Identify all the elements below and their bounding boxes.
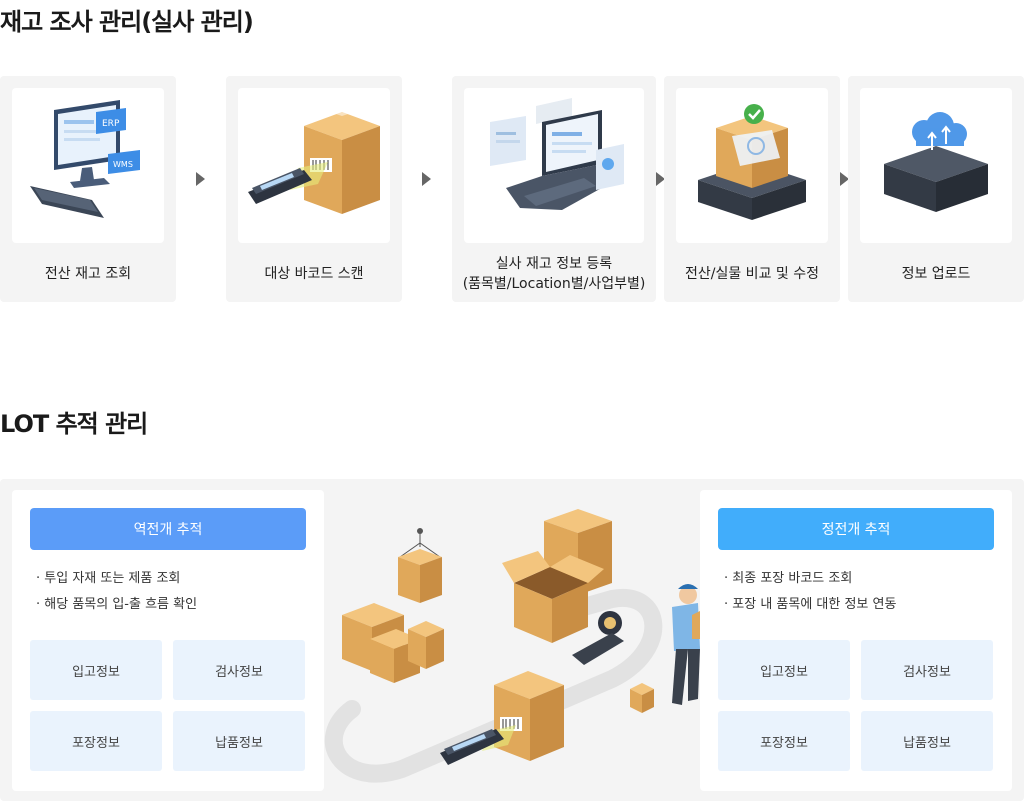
tile-delivery-info[interactable]: 납품정보 [861,711,993,771]
forward-tracking-card: 정전개 추적 최종 포장 바코드 조회 포장 내 품목에 대한 정보 연동 입고… [700,490,1012,791]
step-label: 대상 바코드 스캔 [264,266,364,282]
step-barcode-scan: 대상 바코드 스캔 [226,76,402,302]
backward-bullet-list: 투입 자재 또는 제품 조회 해당 품목의 입-출 흐름 확인 [36,566,197,618]
tile-receiving-info[interactable]: 입고정보 [30,640,162,700]
cloud-upload-server-icon [860,88,1012,243]
erp-wms-computer-icon: ERP WMS [12,88,164,243]
step-label: 실사 재고 정보 등록 [495,256,613,272]
step-label: 정보 업로드 [901,266,971,282]
tile-receiving-info[interactable]: 입고정보 [718,640,850,700]
bullet-item: 해당 품목의 입-출 흐름 확인 [36,592,197,618]
backward-tracking-header[interactable]: 역전개 추적 [30,508,306,550]
verified-box-icon [676,88,828,243]
tile-inspection-info[interactable]: 검사정보 [173,640,305,700]
logistics-flow-illustration [324,509,700,783]
tile-packing-info[interactable]: 포장정보 [30,711,162,771]
step-inventory-lookup: ERP WMS 전산 재고 조회 [0,76,176,302]
svg-text:WMS: WMS [113,160,133,169]
tile-packing-info[interactable]: 포장정보 [718,711,850,771]
inventory-section-title: 재고 조사 관리(실사 관리) [0,8,254,36]
step-label: 전산/실물 비교 및 수정 [685,266,819,282]
step-upload: 정보 업로드 [848,76,1024,302]
step-label: 전산 재고 조회 [44,266,132,282]
bullet-item: 투입 자재 또는 제품 조회 [36,566,197,592]
laptop-registration-icon [464,88,644,243]
lot-section-title: LOT 추적 관리 [0,410,148,438]
forward-bullet-list: 최종 포장 바코드 조회 포장 내 품목에 대한 정보 연동 [724,566,896,618]
step-sublabel: (품목별/Location별/사업부별) [462,276,646,292]
bullet-item: 포장 내 품목에 대한 정보 연동 [724,592,896,618]
step-compare-correct: 전산/실물 비교 및 수정 [664,76,840,302]
step-physical-registration: 실사 재고 정보 등록 (품목별/Location별/사업부별) [452,76,656,302]
arrow-right-icon [196,172,205,186]
forward-tracking-header[interactable]: 정전개 추적 [718,508,994,550]
barcode-scanner-box-icon [238,88,390,243]
arrow-right-icon [656,172,665,186]
arrow-right-icon [422,172,431,186]
tile-delivery-info[interactable]: 납품정보 [173,711,305,771]
lot-tracking-panel: 역전개 추적 투입 자재 또는 제품 조회 해당 품목의 입-출 흐름 확인 입… [0,479,1024,801]
bullet-item: 최종 포장 바코드 조회 [724,566,896,592]
arrow-right-icon [840,172,849,186]
backward-tracking-card: 역전개 추적 투입 자재 또는 제품 조회 해당 품목의 입-출 흐름 확인 입… [12,490,324,791]
tile-inspection-info[interactable]: 검사정보 [861,640,993,700]
svg-text:ERP: ERP [102,119,120,129]
